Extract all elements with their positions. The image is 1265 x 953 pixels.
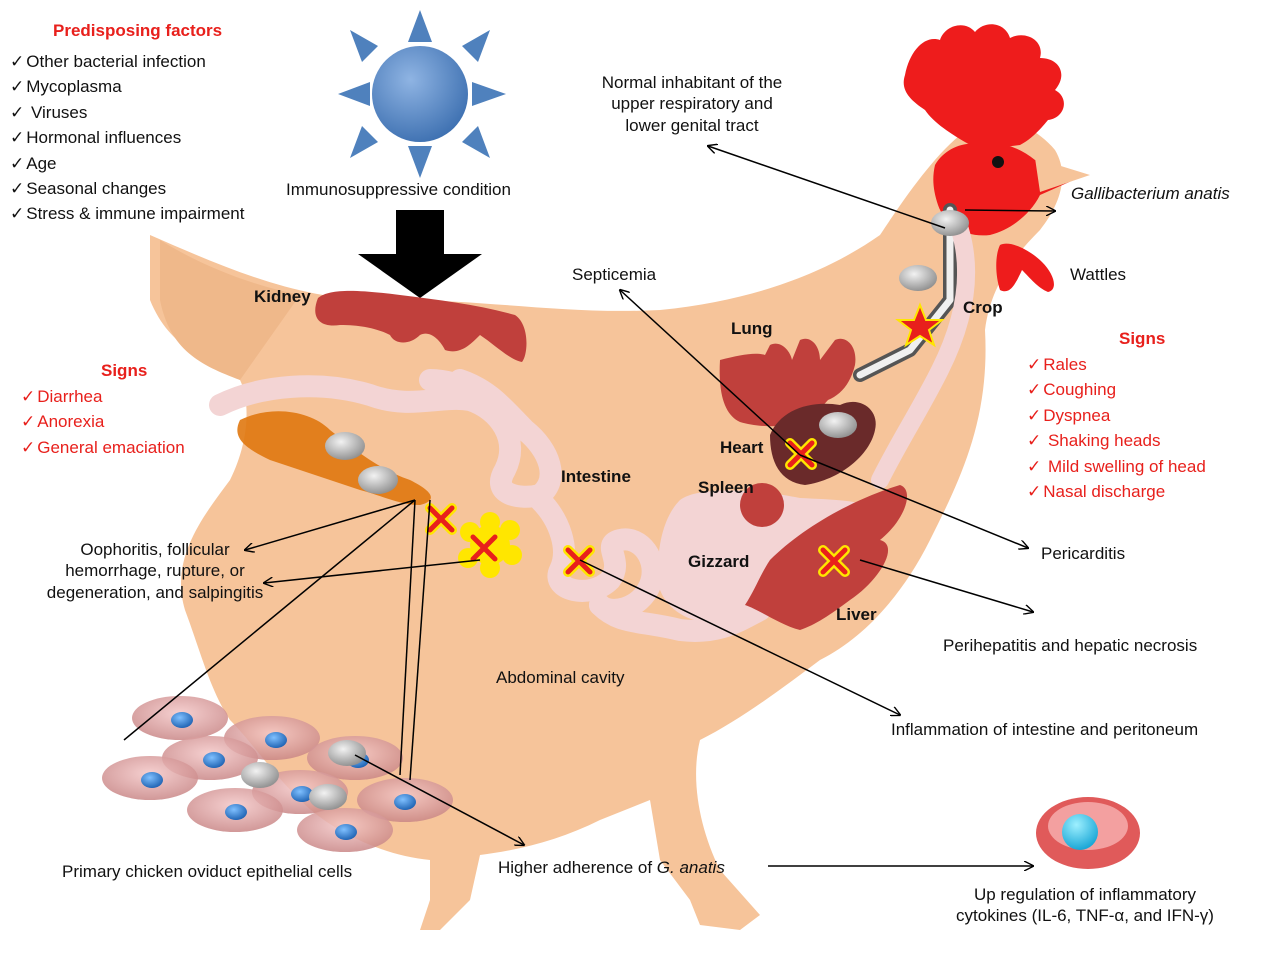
adherence-prefix: Higher adherence of [498,858,657,877]
crop-label: Crop [963,297,1003,318]
comb [904,24,1064,150]
signs-left-item: Anorexia [21,409,185,434]
signs-right-list: Rales Coughing Dyspnea Shaking heads Mil… [1027,352,1206,504]
normal-inhabitant-line: upper respiratory and [582,93,802,114]
perihepatitis-label: Perihepatitis and hepatic necrosis [943,635,1197,656]
pericarditis-label: Pericarditis [1041,543,1125,564]
predisposing-item: Seasonal changes [10,176,244,201]
signs-right-item: Coughing [1027,377,1206,402]
immunosuppressive-label: Immunosuppressive condition [286,179,511,200]
signs-right-title: Signs [1119,328,1165,349]
eye [992,156,1004,168]
signs-right-item: Rales [1027,352,1206,377]
predisposing-list: Other bacterial infection Mycoplasma Vir… [10,49,244,227]
adherence-species: G. anatis [657,858,725,877]
signs-right-item: Shaking heads [1027,428,1206,453]
signs-right-item: Nasal discharge [1027,479,1206,504]
intestine-label: Intestine [561,466,631,487]
normal-inhabitant-label: Normal inhabitant of the upper respirato… [582,72,802,136]
liver-label: Liver [836,604,877,625]
normal-inhabitant-line: Normal inhabitant of the [582,72,802,93]
signs-right-item: Mild swelling of head [1027,454,1206,479]
lung-label: Lung [731,318,773,339]
adherence-label: Higher adherence of G. anatis [498,857,725,878]
oophoritis-line: degeneration, and salpingitis [20,582,290,603]
signs-right-item: Dyspnea [1027,403,1206,428]
gizzard-label: Gizzard [688,551,749,572]
heart-label: Heart [720,437,763,458]
primary-cells-label: Primary chicken oviduct epithelial cells [62,861,352,882]
cytokine-cell-icon [1036,797,1140,869]
down-arrow-icon [358,210,482,298]
signs-left-title: Signs [101,360,147,381]
spleen-label: Spleen [698,477,754,498]
predisposing-title: Predisposing factors [53,20,222,41]
predisposing-item: Hormonal influences [10,125,244,150]
kidney-label: Kidney [254,286,311,307]
septicemia-label: Septicemia [572,264,656,285]
abdominal-cavity-label: Abdominal cavity [496,667,625,688]
signs-left-item: General emaciation [21,435,185,460]
oophoritis-line: Oophoritis, follicular [20,539,290,560]
oophoritis-line: hemorrhage, rupture, or [20,560,290,581]
predisposing-item: Other bacterial infection [10,49,244,74]
wattles-label: Wattles [1070,264,1126,285]
predisposing-item: Mycoplasma [10,74,244,99]
gallibacterium-label: Gallibacterium anatis [1071,183,1230,204]
inflammation-label: Inflammation of intestine and peritoneum [891,719,1198,740]
upregulation-label: Up regulation of inflammatory cytokines … [932,884,1238,927]
wattles-shape [996,244,1054,292]
predisposing-item: Stress & immune impairment [10,201,244,226]
oophoritis-label: Oophoritis, follicular hemorrhage, ruptu… [20,539,290,603]
upregulation-line: Up regulation of inflammatory [932,884,1238,905]
predisposing-item: Viruses [10,100,244,125]
predisposing-item: Age [10,151,244,176]
signs-left-list: Diarrhea Anorexia General emaciation [21,384,185,460]
upregulation-line: cytokines (IL-6, TNF-α, and IFN-γ) [932,905,1238,926]
sun-icon [338,10,506,178]
normal-inhabitant-line: lower genital tract [582,115,802,136]
signs-left-item: Diarrhea [21,384,185,409]
